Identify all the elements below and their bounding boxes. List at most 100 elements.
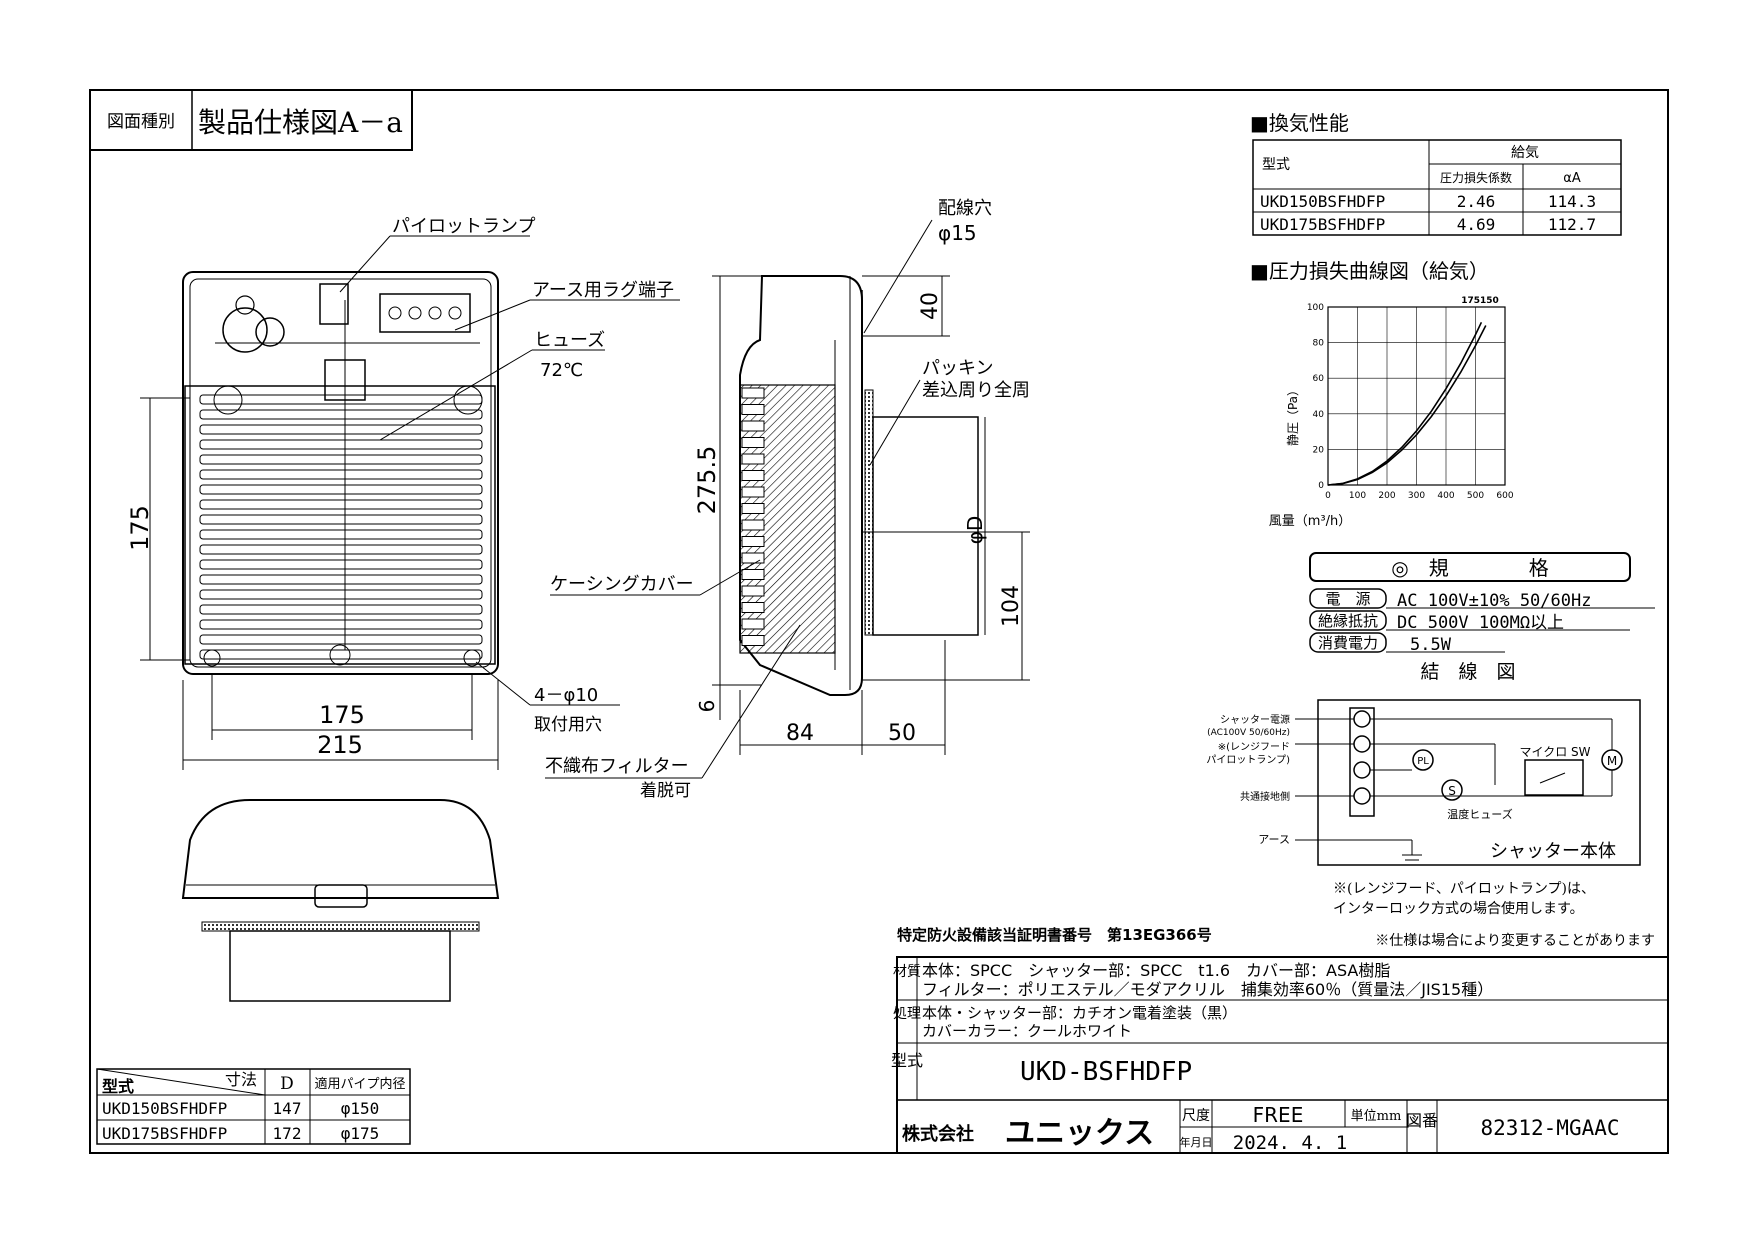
model-value: UKD-BSFHDFP: [1020, 1057, 1192, 1087]
certificate-number: 特定防火設備該当証明書番号 第13EG366号: [897, 926, 1212, 944]
perf-row2-coef: 4.69: [1457, 215, 1496, 234]
chart-series-line: [1327, 325, 1487, 486]
label-fuse-temp: 72℃: [540, 360, 583, 381]
side-slat: [741, 453, 765, 465]
label-wiring-hole: 配線穴: [938, 198, 992, 219]
size-row1-model: UKD150BSFHDFP: [102, 1099, 227, 1118]
grille-slat: [199, 499, 483, 510]
label-mount-holes: 4－φ10: [534, 685, 598, 706]
perf-row1-coef: 2.46: [1457, 192, 1496, 211]
side-slat: [741, 486, 765, 498]
wiring-range-hood: ※(レンジフード: [1218, 742, 1290, 753]
label-packing-sub: 差込周り全周: [922, 380, 1030, 401]
grille-slat: [199, 439, 483, 450]
wiring-temp-fuse: 温度ヒューズ: [1447, 807, 1512, 821]
side-slat: [741, 552, 765, 564]
wiring-note2: インターロック方式の場合使用します。: [1333, 900, 1584, 917]
treatment-line2: カバーカラー：クールホワイト: [922, 1022, 1132, 1040]
wiring-shutter-power: シャッター電源: [1220, 713, 1290, 726]
grille-slat: [199, 514, 483, 525]
dim-phi-d: φD: [963, 516, 987, 545]
spec-consumption-value: 5.5W: [1410, 635, 1452, 655]
wiring-common-ground: 共通接地側: [1240, 790, 1290, 803]
label-filter-sub: 着脱可: [640, 781, 691, 801]
chart-xlabel: 風量（m³/h）: [1269, 514, 1352, 529]
size-table: 型式 寸法 D 適用パイプ内径 UKD150BSFHDFP 147 φ150 U…: [96, 1068, 411, 1145]
chart-xtick-label: 600: [1496, 491, 1513, 501]
grille-slat: [199, 484, 483, 495]
perf-row2-alpha: 112.7: [1548, 215, 1596, 234]
perf-col-supply: 給気: [1511, 145, 1539, 161]
chart-xtick-label: 400: [1437, 491, 1454, 501]
side-slat: [741, 635, 765, 646]
side-callouts: 配線穴 φ15 パッキン 差込周り全周 ケーシングカバー 不織布フィルター 着脱…: [545, 198, 1030, 801]
wiring-range-hood-sub: パイロットランプ): [1206, 754, 1290, 766]
treatment-line1: 本体・シャッター部：カチオン電着塗装（黒）: [922, 1004, 1237, 1022]
side-slat: [741, 536, 765, 547]
wiring-s: S: [1448, 784, 1456, 798]
label-packing: パッキン: [922, 358, 993, 379]
scale-value: FREE: [1253, 1103, 1304, 1127]
grille-slat: [199, 634, 483, 645]
label-pilot-lamp: パイロットランプ: [392, 216, 535, 237]
dim-104: 104: [999, 585, 1024, 627]
side-slat: [741, 602, 765, 613]
grille-slat: [199, 604, 483, 615]
perf-col-alpha: αA: [1563, 171, 1581, 186]
side-slats: [741, 387, 765, 646]
treatment-label: 処理: [893, 1006, 921, 1022]
side-slat: [741, 585, 765, 597]
perf-row2-model: UKD175BSFHDFP: [1260, 215, 1385, 234]
dim-50: 50: [888, 721, 916, 746]
dim-215: 215: [317, 731, 363, 759]
side-slat: [741, 404, 765, 415]
dim-6: 6: [695, 700, 719, 713]
spec-insulation-value: DC 500V 100MΩ以上: [1397, 613, 1564, 633]
spec-insulation-label: 絶縁抵抗: [1318, 612, 1378, 630]
chart-ytick-label: 80: [1313, 339, 1325, 349]
material-label: 材質: [893, 964, 921, 980]
size-col-dim: 寸法: [225, 1070, 257, 1089]
label-casing-cover: ケーシングカバー: [550, 574, 694, 595]
chart-ytick-label: 60: [1313, 374, 1325, 384]
side-slat: [741, 420, 765, 432]
chart-ylabel: 静圧（Pa）: [1286, 384, 1300, 446]
drawing-type-value: 製品仕様図A－a: [198, 106, 403, 139]
side-slat: [741, 470, 765, 481]
size-row1-d: 147: [273, 1099, 302, 1118]
spec-change-note: ※仕様は場合により変更することがあります: [1375, 932, 1655, 949]
label-filter: 不織布フィルター: [545, 756, 689, 777]
grille-slat: [199, 574, 483, 585]
company-logo: ユニックス: [1005, 1116, 1154, 1151]
label-mount-holes-sub: 取付用穴: [534, 715, 602, 735]
sheet-border: [89, 89, 1669, 1154]
grille-slat: [199, 619, 483, 630]
grille-slat: [199, 424, 483, 435]
size-col-pipe: 適用パイプ内径: [314, 1076, 405, 1092]
dim-40: 40: [918, 292, 943, 320]
performance-table: ■換気性能 型式 給気 圧力損失係数 αA UKD150BSFHDFP 2.46…: [1250, 111, 1622, 236]
grille-slat: [199, 544, 483, 555]
date-label: 年月日: [1180, 1135, 1213, 1149]
grille-slat: [199, 559, 483, 570]
front-callouts: パイロットランプ アース用ラグ端子 ヒューズ 72℃ 4－φ10 取付用穴: [339, 216, 680, 735]
bottom-view: [181, 799, 500, 1002]
chart-xtick-label: 200: [1378, 491, 1395, 501]
chart-heading: ■圧力損失曲線図（給気）: [1250, 259, 1489, 283]
spec-power-value: AC 100V±10% 50/60Hz: [1397, 591, 1591, 611]
label-wiring-hole-dia: φ15: [938, 221, 977, 245]
size-row1-pipe: φ150: [341, 1099, 380, 1118]
perf-col-coef: 圧力損失係数: [1440, 170, 1512, 185]
perf-row1-model: UKD150BSFHDFP: [1260, 192, 1385, 211]
label-earth-lug: アース用ラグ端子: [532, 280, 674, 301]
chart-xtick-label: 0: [1325, 491, 1331, 501]
wiring-diagram: 結 線 図 PL S M マイクロ SW 温度ヒューズ シャッター電源 (AC1…: [1206, 661, 1641, 917]
grille-slat: [199, 649, 483, 660]
size-col-model: 型式: [102, 1077, 134, 1096]
wiring-earth: アース: [1258, 833, 1290, 846]
label-fuse: ヒューズ: [534, 330, 605, 351]
spec-power-label: 電 源: [1325, 590, 1370, 608]
unit-label: 単位mm: [1351, 1108, 1402, 1124]
mechanism: [203, 283, 483, 667]
wiring-pl: PL: [1417, 756, 1429, 767]
